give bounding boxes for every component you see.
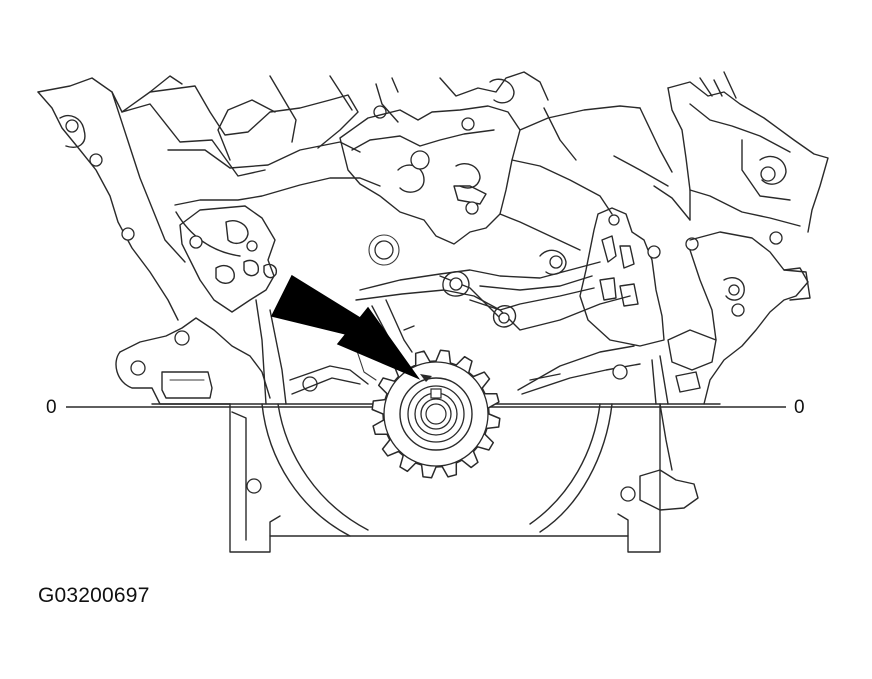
right-lower-casting: [651, 231, 811, 405]
center-upper-bracket: [339, 71, 641, 266]
left-head-lower-casting: [179, 205, 278, 313]
left-lower-casting: [115, 317, 271, 405]
front-cover-left-edge: [255, 299, 369, 405]
timing-line-right-label: 0: [794, 397, 805, 418]
timing-line-left-label: 0: [46, 397, 57, 418]
left-cylinder-head: [37, 75, 399, 321]
tensioner-bracket: [517, 207, 665, 395]
chain-guide-assembly: [349, 249, 631, 381]
right-cylinder-head: [613, 71, 829, 259]
figure-id-label: G03200697: [38, 584, 150, 607]
crankshaft-sprocket: [371, 349, 501, 479]
pointer-arrow: [270, 274, 421, 380]
front-cover-lower: [229, 403, 699, 553]
